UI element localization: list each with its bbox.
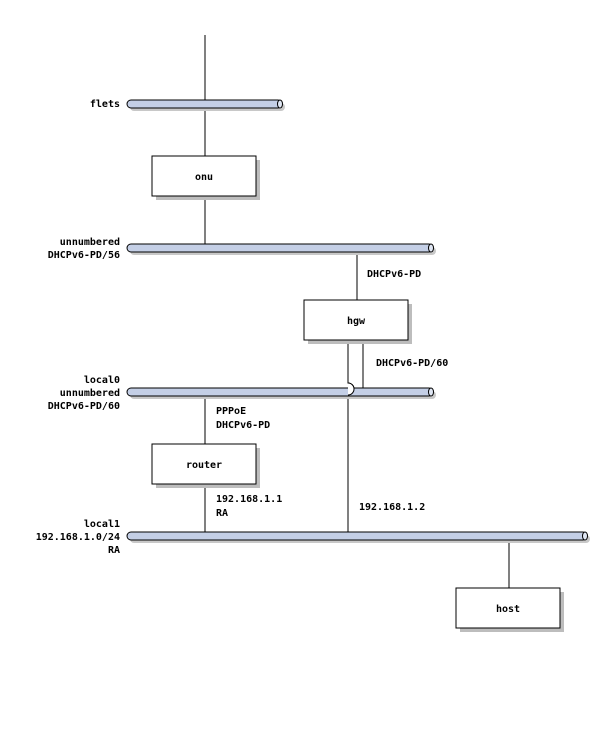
network-label-unnumbered-pd: DHCPv6-PD/56 — [48, 250, 120, 261]
network-label-local0-unnumbered: unnumbered — [60, 388, 120, 399]
edge-label-hgw-up: DHCPv6-PD — [367, 269, 421, 280]
edge-label-router-up-pppoe: PPPoE — [216, 406, 246, 417]
node-host: host — [455, 587, 564, 632]
wire-hgw-to-local1 — [347, 340, 355, 532]
node-label-onu: onu — [195, 172, 213, 183]
network-label-local0-name: local0 — [84, 375, 120, 386]
node-label-hgw: hgw — [347, 316, 366, 327]
network-flets — [126, 99, 285, 111]
edge-label-hgw-local1: 192.168.1.2 — [359, 502, 425, 513]
network-local0 — [126, 387, 436, 399]
network-unnumbered — [126, 243, 436, 255]
node-router: router — [151, 443, 260, 488]
node-label-router: router — [186, 460, 222, 471]
network-label-local0-pd: DHCPv6-PD/60 — [48, 401, 120, 412]
network-label-local1-name: local1 — [84, 519, 120, 530]
network-label-local1-ra: RA — [108, 545, 120, 556]
node-label-host: host — [496, 604, 520, 615]
network-label-flets: flets — [90, 99, 120, 110]
edge-label-hgw-down: DHCPv6-PD/60 — [376, 358, 448, 369]
network-label-local1-subnet: 192.168.1.0/24 — [36, 532, 120, 543]
edge-label-router-up-pd: DHCPv6-PD — [216, 420, 270, 431]
node-hgw: hgw — [303, 299, 412, 344]
edge-label-router-down-ip: 192.168.1.1 — [216, 494, 282, 505]
wire-hgw-to-local1-jump — [347, 382, 355, 396]
edge-label-router-down-ra: RA — [216, 508, 228, 519]
network-local1 — [126, 531, 590, 543]
network-label-unnumbered-name: unnumbered — [60, 237, 120, 248]
node-onu: onu — [151, 155, 260, 200]
